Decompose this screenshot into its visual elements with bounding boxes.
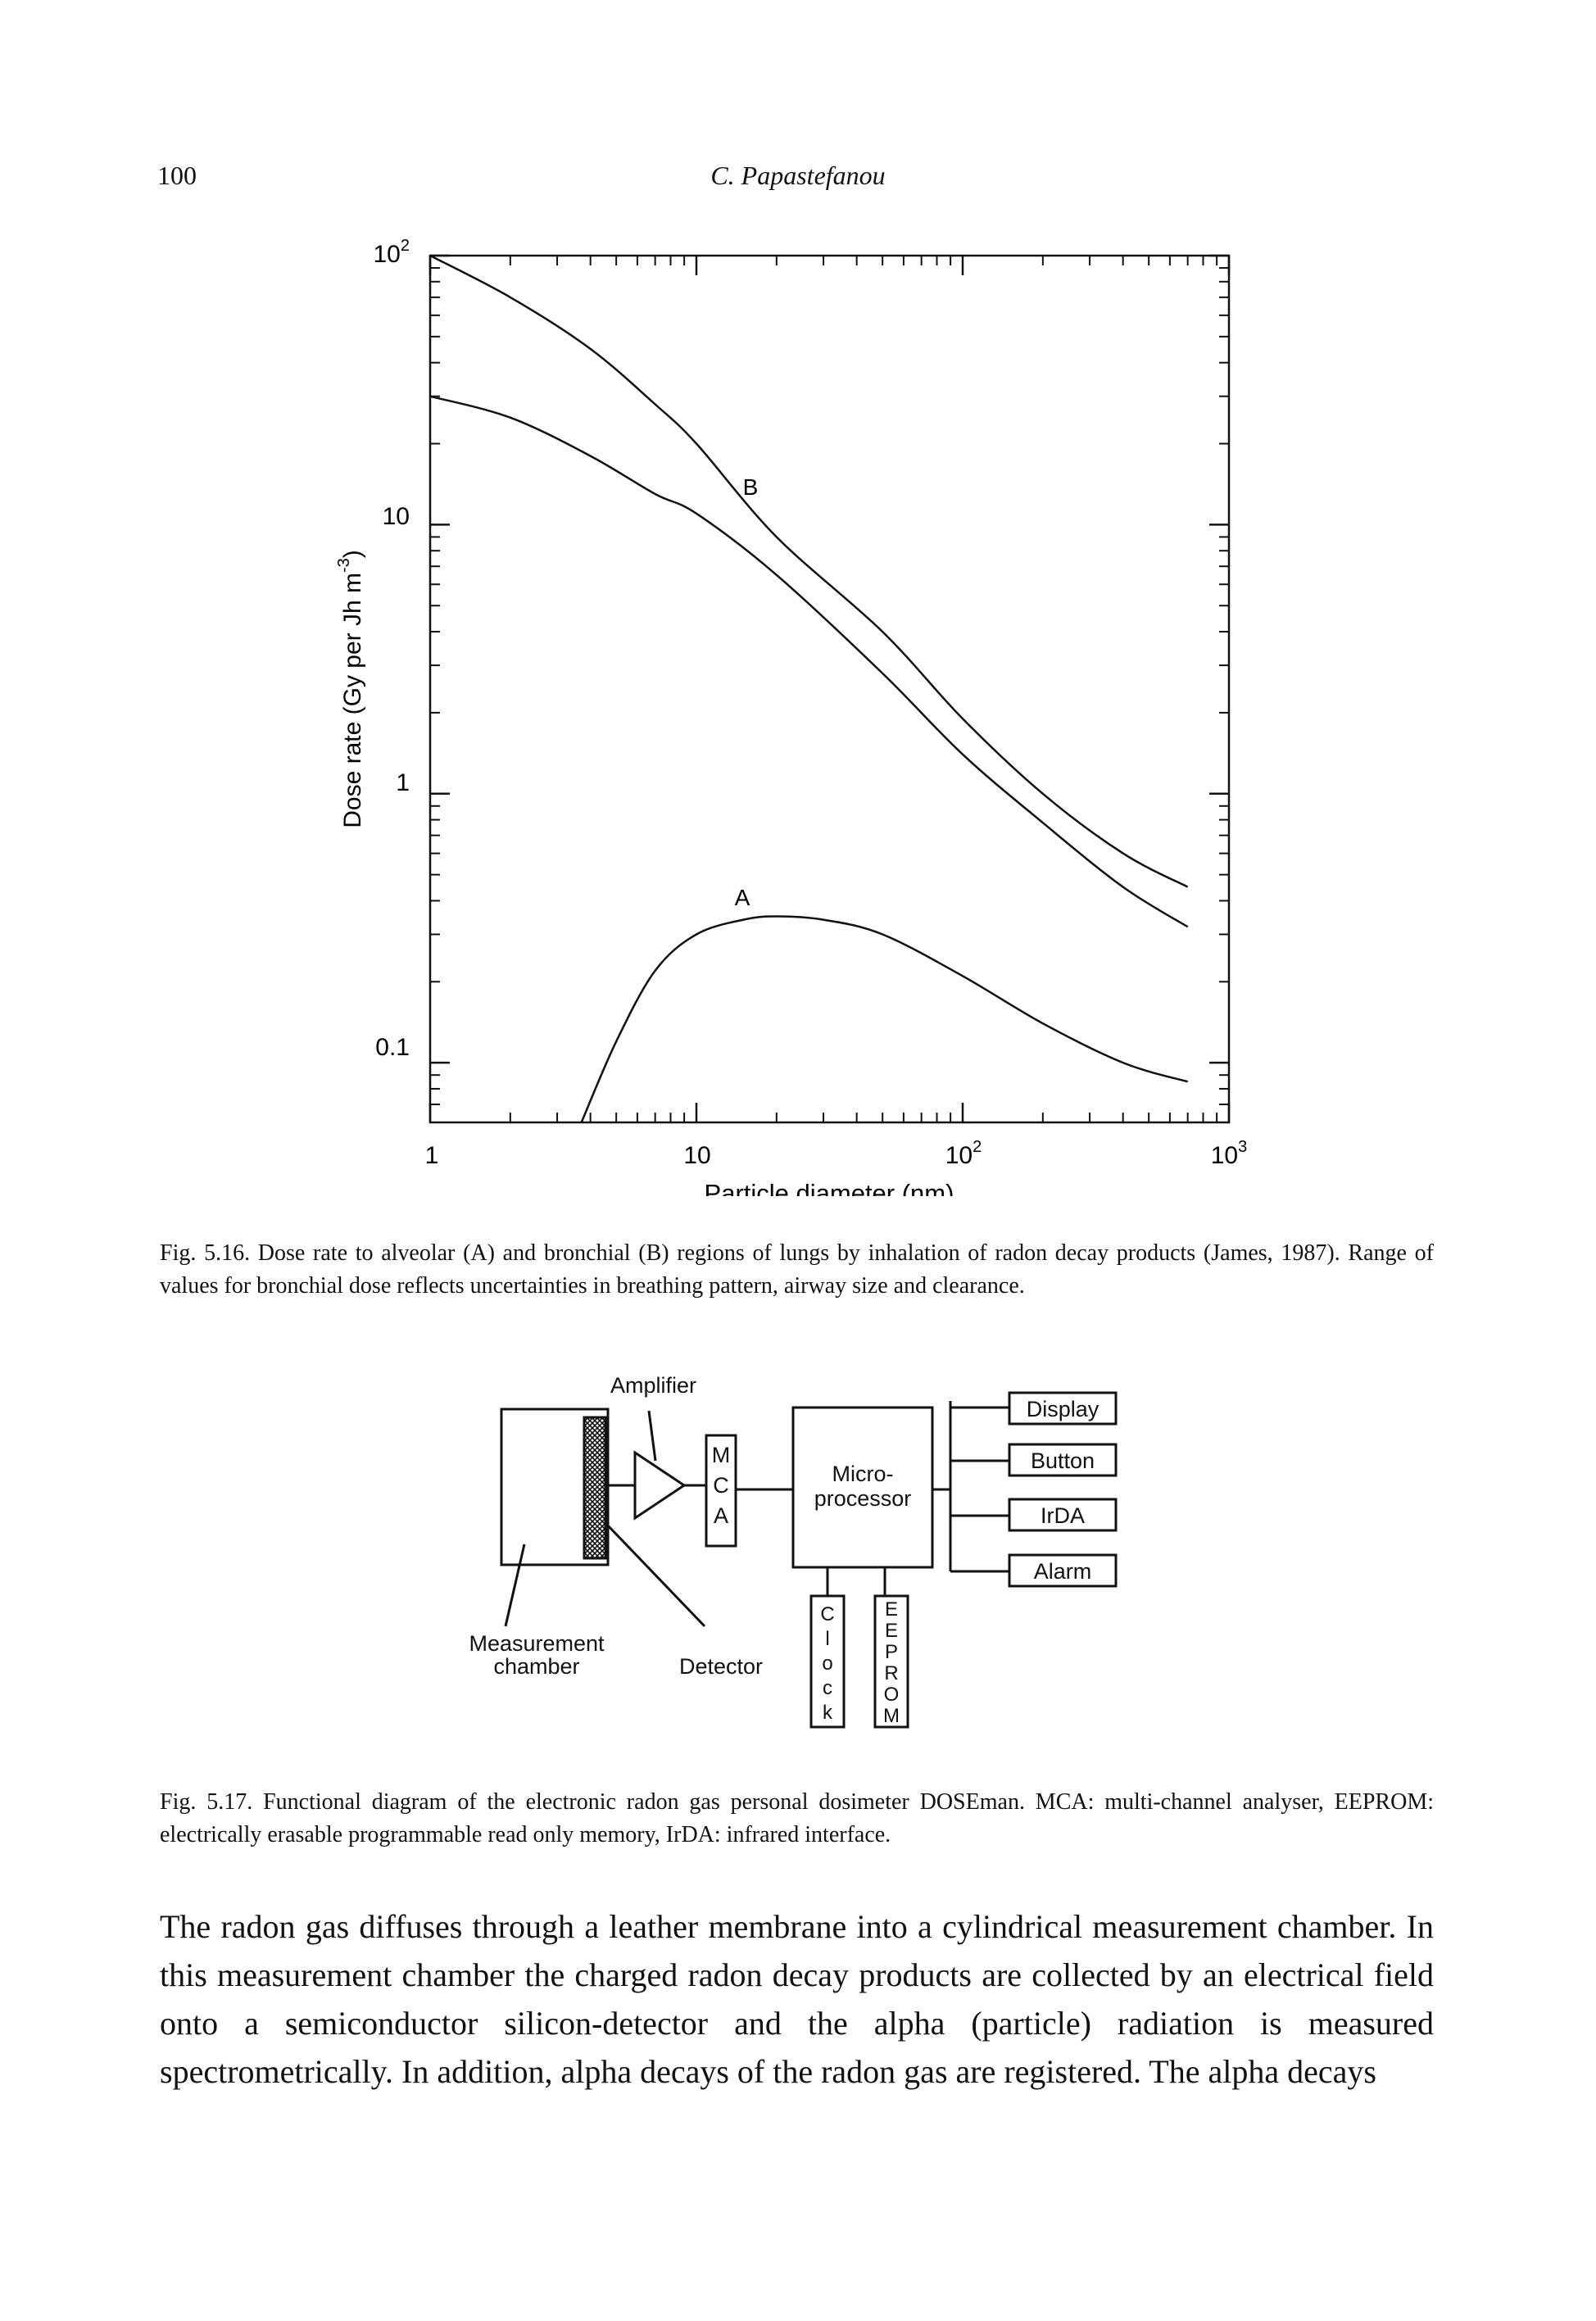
plot-frame xyxy=(428,254,1231,1124)
chamber-pointer xyxy=(504,1544,526,1627)
alarm-label: Alarm xyxy=(1034,1559,1092,1584)
amplifier-triangle xyxy=(633,1450,687,1521)
figure-5-17-caption: Fig. 5.17. Functional diagram of the ele… xyxy=(160,1789,1434,1847)
running-head: C. Papastefanou xyxy=(710,161,886,190)
x-tick-label-1000-exp: 3 xyxy=(1238,1138,1247,1156)
eeprom-letter-4: R xyxy=(884,1662,898,1684)
y-tick-label-1: 1 xyxy=(396,769,410,796)
figure-5-17-diagram: Amplifier M C A Micro- processor Display… xyxy=(469,1373,1118,1729)
minor-ticks xyxy=(430,256,1229,1123)
eeprom-letter-2: E xyxy=(885,1620,898,1642)
y-tick-label-10: 10 xyxy=(383,503,410,530)
series-lines xyxy=(429,254,1189,1123)
amplifier-pointer xyxy=(647,1410,657,1462)
eeprom-letter-6: M xyxy=(883,1705,900,1727)
measurement-chamber-box xyxy=(500,1408,610,1566)
eeprom-box xyxy=(873,1594,909,1729)
y-tick-label-100: 102 xyxy=(374,237,410,268)
x-axis-label: Particle diameter (nm) xyxy=(705,1179,954,1196)
display-box xyxy=(1008,1391,1118,1426)
y-axis-label-main: Dose rate (Gy per Jh m xyxy=(339,573,366,828)
y-axis-label-close: ) xyxy=(339,550,366,558)
eeprom-letter-3: P xyxy=(885,1641,898,1663)
x-tick-label-1: 1 xyxy=(425,1142,439,1169)
clock-letter-3: o xyxy=(822,1652,832,1675)
mca-letter-c: C xyxy=(713,1473,729,1498)
curve-label-a: A xyxy=(735,885,750,910)
y-tick-label-100-exp: 2 xyxy=(401,237,410,255)
irda-box xyxy=(1008,1498,1118,1532)
x-tick-label-100-base: 10 xyxy=(945,1142,973,1169)
clock-box xyxy=(809,1594,846,1729)
y-axis-label-exp: -3 xyxy=(335,558,353,573)
figure-5-16-chart: 102 10 1 0.1 1 10 102 103 Particle diame… xyxy=(335,237,1248,1196)
curve-a xyxy=(580,915,1189,1123)
x-tick-label-1000: 103 xyxy=(1211,1138,1248,1169)
clock-letter-4: c xyxy=(823,1677,832,1699)
x-tick-label-1000-base: 10 xyxy=(1211,1142,1238,1169)
clock-letter-1: C xyxy=(820,1603,834,1625)
irda-label: IrDA xyxy=(1041,1503,1085,1528)
button-box xyxy=(1008,1443,1118,1477)
display-label: Display xyxy=(1027,1397,1100,1421)
curve-b-lower xyxy=(429,395,1189,928)
curve-label-b: B xyxy=(743,474,759,500)
microprocessor-box xyxy=(791,1406,934,1569)
microprocessor-label-line1: Micro- xyxy=(832,1462,894,1486)
alarm-box xyxy=(1008,1553,1118,1588)
detector-label: Detector xyxy=(679,1654,763,1679)
mca-letter-m: M xyxy=(712,1443,731,1467)
measurement-chamber-label-line2: chamber xyxy=(493,1654,579,1679)
clock-letter-5: k xyxy=(823,1702,833,1724)
microprocessor-label-line2: processor xyxy=(814,1486,912,1511)
y-tick-label-100-base: 10 xyxy=(374,241,401,268)
measurement-chamber-label-line1: Measurement xyxy=(469,1631,605,1656)
figure-5-16-caption: Fig. 5.16. Dose rate to alveolar (A) and… xyxy=(160,1240,1434,1299)
x-tick-label-100: 102 xyxy=(945,1138,982,1169)
x-tick-label-100-exp: 2 xyxy=(973,1138,982,1156)
curve-b-upper xyxy=(429,254,1189,888)
eeprom-letter-1: E xyxy=(885,1598,898,1621)
y-axis-label: Dose rate (Gy per Jh m-3) xyxy=(335,550,366,828)
detector-pointer xyxy=(605,1522,706,1628)
page-number: 100 xyxy=(157,161,197,190)
eeprom-letter-5: O xyxy=(884,1684,900,1706)
button-label: Button xyxy=(1031,1448,1095,1473)
x-tick-label-10: 10 xyxy=(683,1142,710,1169)
y-tick-label-0-1: 0.1 xyxy=(375,1034,410,1061)
mca-letter-a: A xyxy=(714,1503,728,1528)
amplifier-label: Amplifier xyxy=(610,1373,696,1398)
detector-element xyxy=(583,1416,607,1560)
body-paragraph: The radon gas diffuses through a leather… xyxy=(160,1908,1434,2090)
clock-letter-2: l xyxy=(825,1628,829,1650)
major-ticks xyxy=(428,254,1231,1122)
